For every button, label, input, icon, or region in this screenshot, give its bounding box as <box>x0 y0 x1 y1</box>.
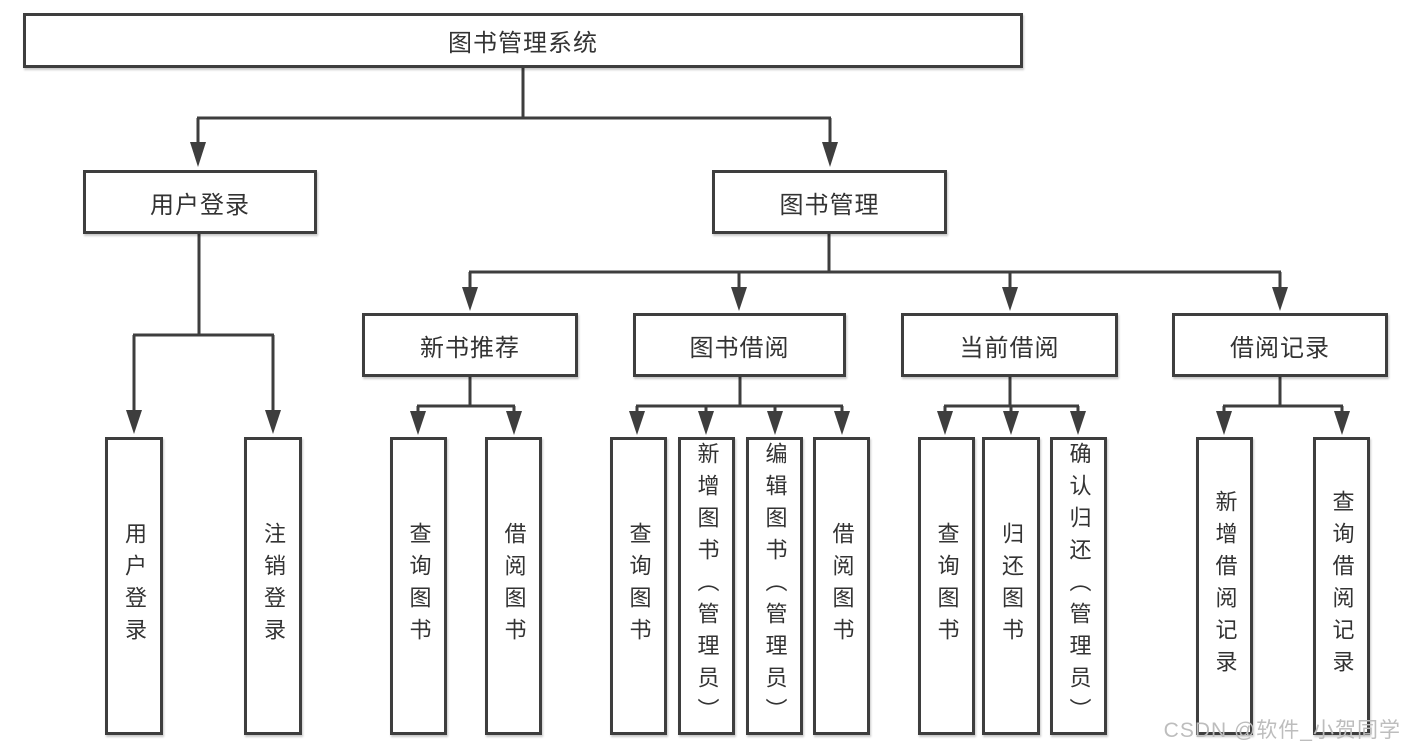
node-label: 用户登录 <box>150 191 250 219</box>
leaf-borrow-books-borrowing: 借阅图书 <box>813 437 870 735</box>
node-label: 确认归还（管理员） <box>1066 442 1092 730</box>
node-book-borrowing: 图书借阅 <box>633 313 846 377</box>
node-label: 图书借阅 <box>689 334 790 362</box>
node-label: 用户登录 <box>122 522 147 650</box>
leaf-user-login: 用户登录 <box>105 437 163 735</box>
leaf-query-books-borrowing: 查询图书 <box>610 437 667 735</box>
leaf-query-books-recommend: 查询图书 <box>390 437 447 735</box>
node-label: 编辑图书（管理员） <box>762 442 788 730</box>
node-label: 图书管理 <box>779 191 880 219</box>
leaf-query-books-current: 查询图书 <box>918 437 975 735</box>
node-new-book-recommend: 新书推荐 <box>362 313 578 377</box>
node-label: 新书推荐 <box>420 334 520 362</box>
leaf-logout: 注销登录 <box>244 437 302 735</box>
leaf-add-borrow-record: 新增借阅记录 <box>1196 437 1253 735</box>
node-label: 查询图书 <box>406 522 432 650</box>
csdn-watermark: CSDN @软件_小贺同学 <box>1163 719 1401 742</box>
node-label: 查询借阅记录 <box>1329 490 1355 682</box>
node-label: 借阅图书 <box>829 522 855 650</box>
node-current-borrowing: 当前借阅 <box>901 313 1118 377</box>
node-borrowing-records: 借阅记录 <box>1172 313 1388 377</box>
node-label: 查询图书 <box>626 522 652 650</box>
node-user-login: 用户登录 <box>83 170 317 234</box>
node-label: 新增借阅记录 <box>1212 490 1238 682</box>
node-label: 注销登录 <box>261 522 286 650</box>
node-label: 归还图书 <box>999 522 1024 650</box>
node-label: 图书管理系统 <box>448 30 598 57</box>
node-book-management: 图书管理 <box>712 170 947 234</box>
leaf-confirm-return-admin: 确认归还（管理员） <box>1050 437 1107 735</box>
node-label: 借阅图书 <box>501 522 527 650</box>
node-label: 新增图书（管理员） <box>694 442 720 730</box>
node-label: 当前借阅 <box>959 334 1060 362</box>
leaf-borrow-books-recommend: 借阅图书 <box>485 437 542 735</box>
leaf-return-book: 归还图书 <box>982 437 1040 735</box>
leaf-edit-book-admin: 编辑图书（管理员） <box>746 437 803 735</box>
node-label: 借阅记录 <box>1230 334 1330 362</box>
node-library-management-system: 图书管理系统 <box>23 13 1023 68</box>
leaf-query-borrow-record: 查询借阅记录 <box>1313 437 1370 735</box>
leaf-add-book-admin: 新增图书（管理员） <box>678 437 735 735</box>
node-label: 查询图书 <box>934 522 960 650</box>
